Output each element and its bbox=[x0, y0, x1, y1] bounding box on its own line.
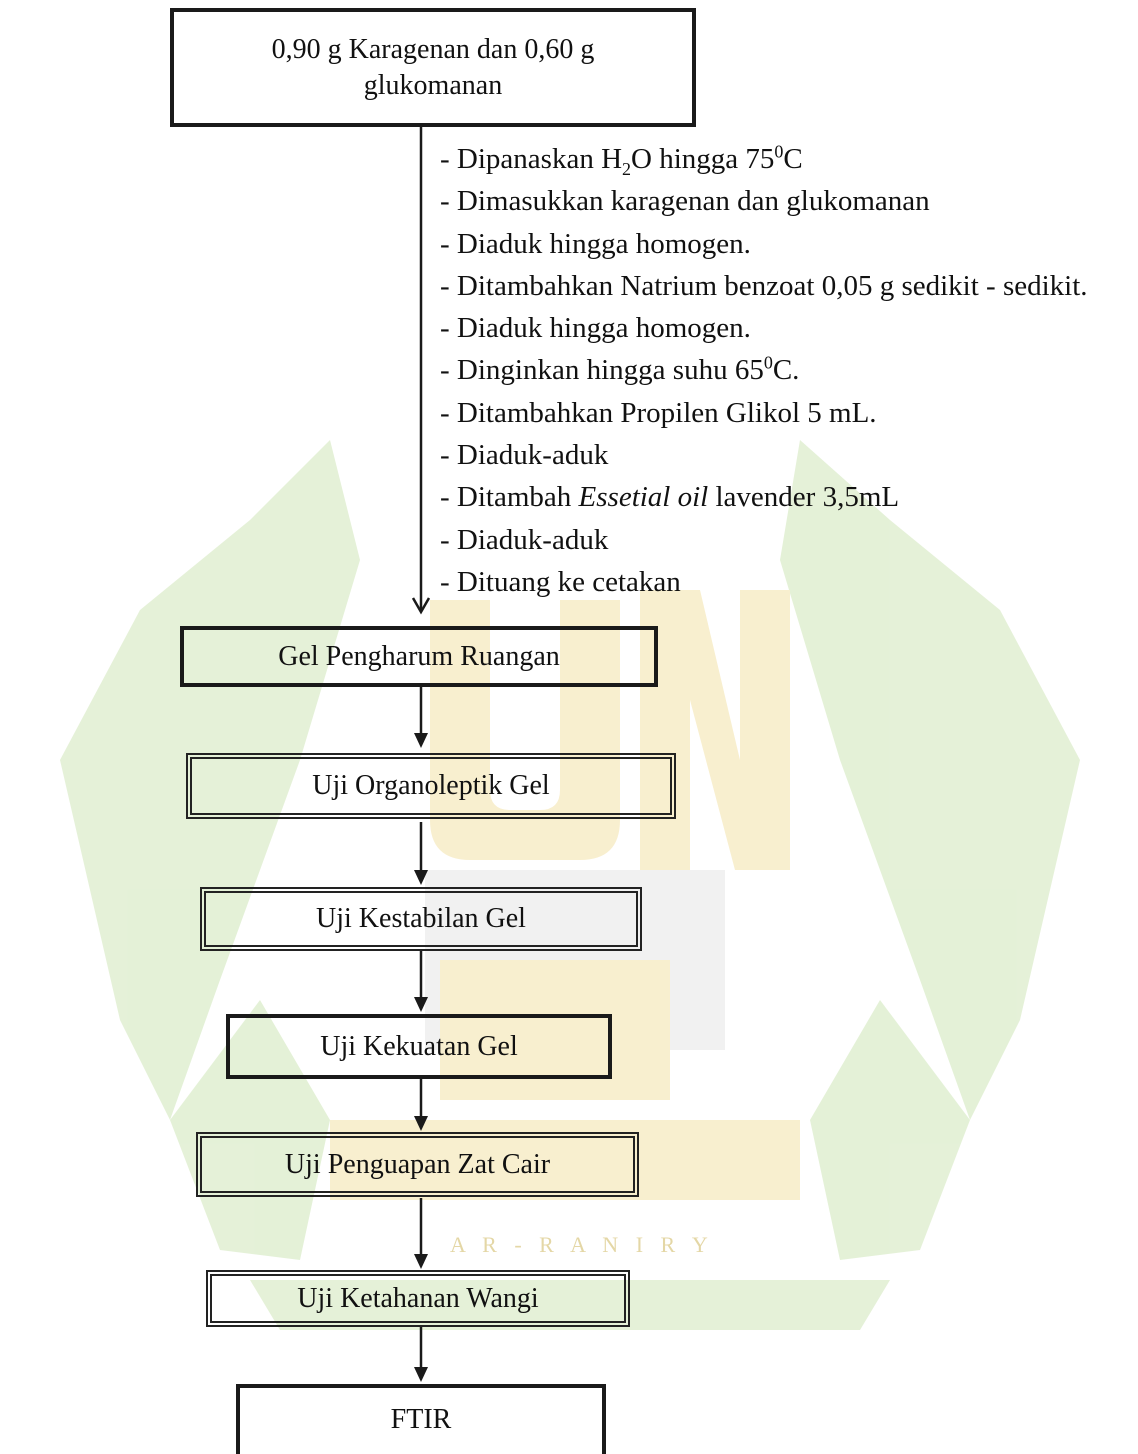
step-text: 0 bbox=[774, 141, 784, 162]
step-text: Diaduk-aduk bbox=[456, 523, 609, 556]
arrowhead-1 bbox=[414, 733, 428, 748]
procedure-step: - Dimasukkan karagenan dan glukomanan bbox=[440, 180, 1088, 222]
step-text: Dipanaskan H bbox=[456, 143, 623, 175]
step-text: Ditambah bbox=[456, 481, 579, 514]
step-text: C bbox=[783, 143, 803, 175]
watermark-leaf-right-2 bbox=[810, 1000, 970, 1260]
start-box-line-2: glukomanan bbox=[363, 69, 503, 101]
step-bullet: - bbox=[440, 439, 457, 472]
procedure-step: - Dituang ke cetakan bbox=[440, 561, 1088, 603]
watermark-leaf-right bbox=[780, 440, 1080, 1120]
procedure-steps: - Dipanaskan H2O hingga 750C- Dimasukkan… bbox=[440, 138, 1088, 603]
step-bullet: - bbox=[440, 185, 457, 218]
procedure-step: - Diaduk hingga homogen. bbox=[440, 307, 1088, 349]
step-text: Diaduk hingga homogen. bbox=[456, 312, 751, 345]
start-box-line-1: 0,90 g Karagenan dan 0,60 g bbox=[271, 33, 595, 65]
arrowhead-4 bbox=[414, 1116, 428, 1131]
arrowhead-6 bbox=[414, 1367, 428, 1382]
procedure-step: - Ditambahkan Natrium benzoat 0,05 g sed… bbox=[440, 265, 1088, 307]
step-text: 0 bbox=[763, 352, 773, 373]
box-uji-organoleptik: Uji Organoleptik Gel bbox=[186, 753, 676, 819]
step-text: Dimasukkan karagenan dan glukomanan bbox=[456, 185, 930, 218]
box-label: Uji Ketahanan Wangi bbox=[297, 1282, 539, 1314]
arrowhead-2 bbox=[414, 870, 428, 885]
watermark-letter-u bbox=[430, 600, 620, 860]
box-ftir: FTIR bbox=[236, 1384, 606, 1454]
box-uji-kekuatan: Uji Kekuatan Gel bbox=[226, 1014, 612, 1079]
step-text: Diaduk-aduk bbox=[456, 439, 609, 472]
step-bullet: - bbox=[440, 312, 457, 345]
box-label: Uji Organoleptik Gel bbox=[312, 770, 550, 801]
step-text: O hingga 75 bbox=[631, 143, 775, 175]
step-text: 2 bbox=[622, 158, 632, 179]
step-bullet: - bbox=[440, 143, 457, 175]
step-text: C. bbox=[772, 354, 800, 387]
step-text: Ditambahkan Natrium benzoat 0,05 g sedik… bbox=[456, 269, 1088, 302]
step-text: Ditambahkan Propilen Glikol 5 mL. bbox=[456, 396, 877, 429]
box-gel-pengharum: Gel Pengharum Ruangan bbox=[180, 626, 658, 687]
step-text: Dituang ke cetakan bbox=[456, 565, 681, 598]
step-bullet: - bbox=[440, 354, 457, 387]
procedure-step: - Diaduk-aduk bbox=[440, 519, 1088, 561]
watermark-leaf-left bbox=[60, 440, 360, 1120]
step-bullet: - bbox=[440, 481, 457, 514]
step-bullet: - bbox=[440, 396, 457, 429]
procedure-step: - Ditambahkan Propilen Glikol 5 mL. bbox=[440, 392, 1088, 434]
arrowhead-5 bbox=[414, 1254, 428, 1269]
box-label: FTIR bbox=[390, 1404, 452, 1435]
box-uji-ketahanan: Uji Ketahanan Wangi bbox=[206, 1270, 630, 1327]
box-label: Uji Kestabilan Gel bbox=[316, 903, 526, 934]
watermark-letter-n bbox=[640, 590, 790, 870]
box-label: Uji Penguapan Zat Cair bbox=[284, 1148, 551, 1180]
procedure-step: - Diaduk hingga homogen. bbox=[440, 223, 1088, 265]
procedure-step: - Diaduk-aduk bbox=[440, 434, 1088, 476]
start-materials-box: 0,90 g Karagenan dan 0,60 g glukomanan bbox=[170, 8, 696, 127]
arrowhead-3 bbox=[414, 997, 428, 1012]
step-bullet: - bbox=[440, 227, 457, 260]
box-uji-kestabilan: Uji Kestabilan Gel bbox=[200, 887, 642, 951]
step-text: Dinginkan hingga suhu 65 bbox=[456, 354, 764, 387]
main-arrowhead bbox=[411, 597, 431, 615]
watermark-bottom-band bbox=[250, 1280, 890, 1330]
step-bullet: - bbox=[440, 565, 457, 598]
step-bullet: - bbox=[440, 523, 457, 556]
procedure-step: - Dipanaskan H2O hingga 750C bbox=[440, 138, 1088, 180]
step-text: Essetial oil bbox=[578, 481, 709, 514]
procedure-step: - Dinginkan hingga suhu 650C. bbox=[440, 349, 1088, 391]
box-label: Uji Kekuatan Gel bbox=[320, 1030, 518, 1062]
step-bullet: - bbox=[440, 269, 457, 302]
step-text: lavender 3,5mL bbox=[708, 481, 900, 514]
box-label: Gel Pengharum Ruangan bbox=[278, 640, 560, 672]
watermark-text: A R - R A N I R Y bbox=[450, 1232, 714, 1257]
box-uji-penguapan: Uji Penguapan Zat Cair bbox=[196, 1132, 639, 1197]
step-text: Diaduk hingga homogen. bbox=[456, 227, 751, 260]
procedure-step: - Ditambah Essetial oil lavender 3,5mL bbox=[440, 476, 1088, 518]
